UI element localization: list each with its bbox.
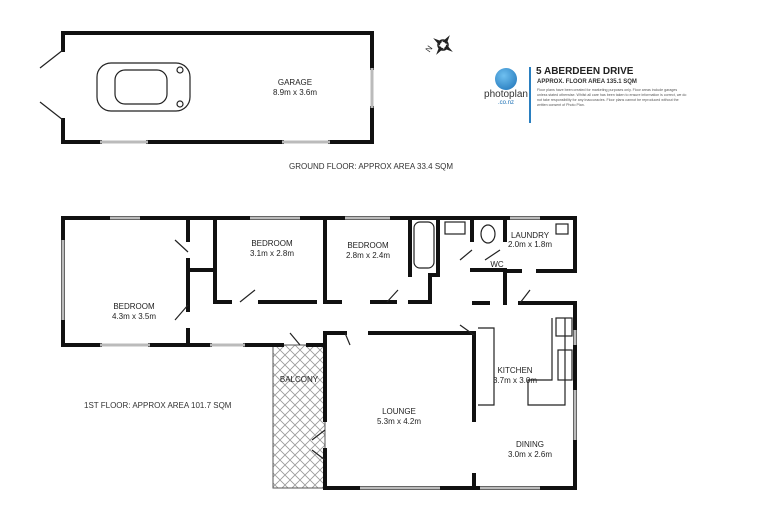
room-name: KITCHEN: [497, 366, 532, 375]
logo-tld: .co.nz: [497, 100, 514, 106]
kitchen-bench: [478, 318, 566, 406]
room-name: DINING: [516, 440, 544, 449]
room-name: BEDROOM: [251, 239, 293, 248]
compass-icon: N: [424, 35, 453, 55]
room-size: 3.7m x 3.0m: [493, 376, 537, 385]
room-name: GARAGE: [278, 78, 312, 87]
divider: [529, 67, 531, 123]
svg-text:N: N: [424, 44, 435, 54]
bathtub-icon: [413, 221, 435, 269]
room-size: 4.3m x 3.5m: [112, 312, 156, 321]
first-floor-area: 1ST FLOOR: APPROX AREA 101.7 SQM: [84, 401, 232, 410]
room-size: 5.3m x 4.2m: [377, 417, 421, 426]
room-size: 2.0m x 1.8m: [508, 240, 552, 249]
floor-area-total: APPROX. FLOOR AREA 135.1 SQM: [537, 79, 637, 85]
room-size: 8.9m x 3.6m: [273, 88, 317, 97]
car-icon: [96, 62, 191, 112]
garage-door: [39, 49, 64, 121]
room-size: 3.1m x 2.8m: [250, 249, 294, 258]
ground-floor-area: GROUND FLOOR: APPROX AREA 33.4 SQM: [289, 162, 453, 171]
disclaimer: Floor plans have been created for market…: [537, 88, 687, 107]
garage: GARAGE 8.9m x 3.6m: [39, 31, 374, 144]
room-name: BEDROOM: [113, 302, 155, 311]
room-size: 3.0m x 2.6m: [508, 450, 552, 459]
photoplan-logo: photoplan .co.nz: [484, 68, 528, 106]
room-size: 2.8m x 2.4m: [346, 251, 390, 260]
vanity-icon: [444, 221, 466, 235]
logo-name: photoplan: [484, 89, 528, 100]
sink-icon: [557, 349, 573, 381]
room-name: BEDROOM: [347, 241, 389, 250]
property-info: photoplan .co.nz 5 ABERDEEN DRIVE APPROX…: [476, 62, 696, 123]
first-floor: BEDROOM 4.3m x 3.5m BEDROOM 3.1m x 2.8m …: [61, 216, 577, 490]
room-name: BALCONY: [280, 375, 319, 384]
room-name: LAUNDRY: [511, 231, 550, 240]
property-title: 5 ABERDEEN DRIVE: [536, 66, 634, 77]
room-name: WC: [490, 260, 504, 269]
toilet-icon: [480, 224, 496, 244]
logo-globe-icon: [495, 68, 517, 90]
tub-icon: [555, 223, 569, 235]
stove-icon: [555, 317, 573, 337]
room-name: LOUNGE: [382, 407, 416, 416]
balcony: [272, 344, 326, 489]
